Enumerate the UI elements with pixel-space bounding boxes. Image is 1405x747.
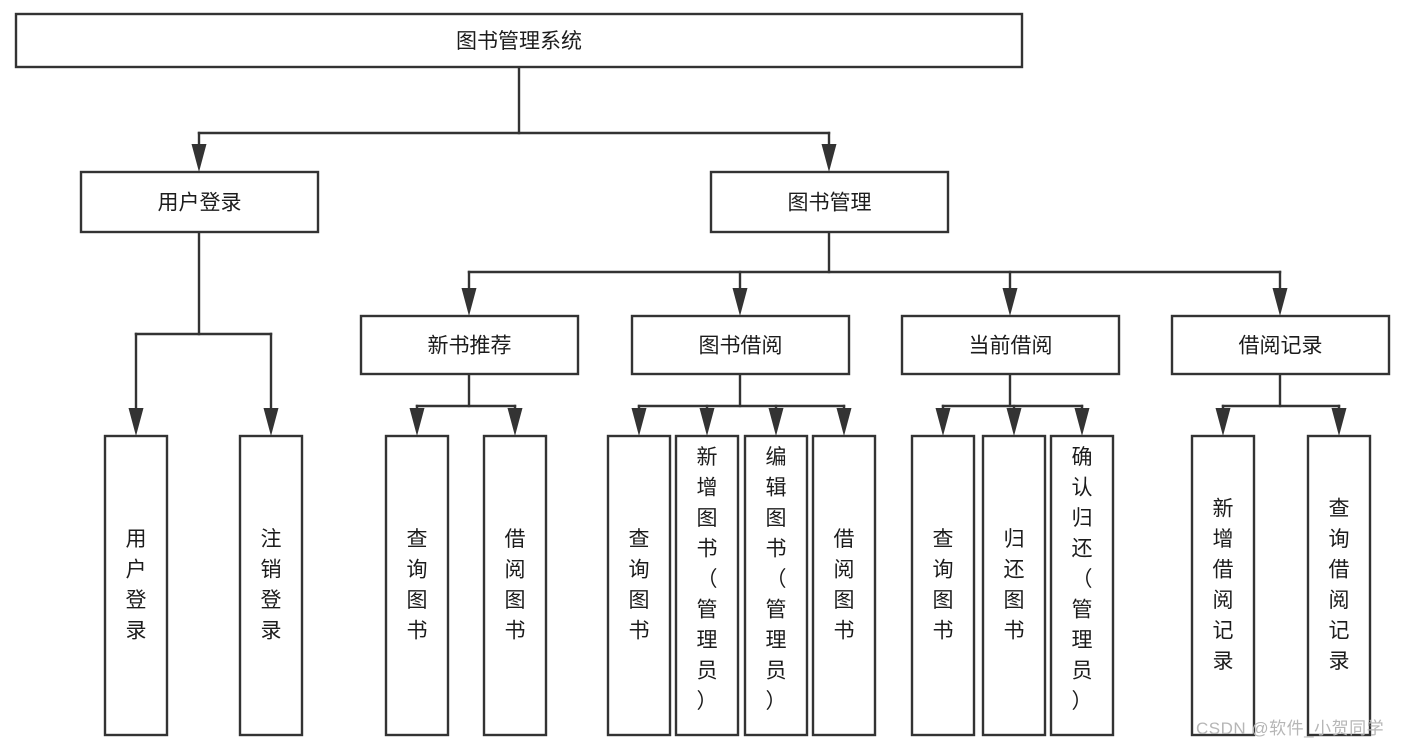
node-book-manage[interactable]: 图书管理 xyxy=(709,170,950,234)
node-label: 图书管理系统 xyxy=(456,30,582,53)
node-leaf-query-book-2[interactable]: 查询图书 xyxy=(606,434,672,737)
node-label: 借阅图书 xyxy=(834,528,855,643)
node-book-borrow[interactable]: 图书借阅 xyxy=(630,314,851,376)
node-leaf-query-book-1[interactable]: 查询图书 xyxy=(384,434,450,737)
node-user-login[interactable]: 用户登录 xyxy=(79,170,320,234)
node-leaf-add-book[interactable]: 新增图书（管理员） xyxy=(674,434,740,737)
node-label: 新增借阅记录 xyxy=(1213,497,1234,673)
node-label: 编辑图书（管理员） xyxy=(766,446,787,713)
connector-bookborrow-to-leaves xyxy=(631,372,852,436)
node-label: 确认归还（管理员） xyxy=(1072,446,1093,713)
connector-borrowrecord-to-leaves xyxy=(1215,372,1347,436)
node-current-borrow[interactable]: 当前借阅 xyxy=(900,314,1121,376)
node-borrow-record[interactable]: 借阅记录 xyxy=(1170,314,1391,376)
node-leaf-return-book[interactable]: 归还图书 xyxy=(981,434,1047,737)
node-leaf-query-book-3[interactable]: 查询图书 xyxy=(910,434,976,737)
node-label: 查询图书 xyxy=(629,528,650,643)
node-new-book-rec[interactable]: 新书推荐 xyxy=(359,314,580,376)
node-label: 当前借阅 xyxy=(969,335,1053,358)
csdn-watermark: CSDN @软件_小贺同学 xyxy=(1196,719,1385,738)
node-label: 查询图书 xyxy=(407,528,428,643)
connector-bookmanage-to-level2 xyxy=(461,230,1288,316)
connector-newbook-to-leaves xyxy=(409,372,523,436)
node-label: 图书借阅 xyxy=(699,335,783,358)
node-leaf-logout[interactable]: 注销登录 xyxy=(238,434,304,737)
node-label: 查询图书 xyxy=(933,528,954,643)
connector-root-to-level1 xyxy=(191,65,837,172)
node-label: 查询借阅记录 xyxy=(1329,497,1350,673)
node-label: 新增图书（管理员） xyxy=(697,446,718,713)
node-leaf-confirm-return[interactable]: 确认归还（管理员） xyxy=(1049,434,1115,737)
node-label: 图书管理 xyxy=(788,192,872,215)
node-label: 归还图书 xyxy=(1004,528,1025,643)
node-label: 用户登录 xyxy=(126,528,147,643)
node-label: 新书推荐 xyxy=(428,335,512,358)
node-leaf-borrow-book-1[interactable]: 借阅图书 xyxy=(482,434,548,737)
node-leaf-user-login[interactable]: 用户登录 xyxy=(103,434,169,737)
node-label: 借阅图书 xyxy=(505,528,526,643)
node-layer: 图书管理系统用户登录图书管理新书推荐图书借阅当前借阅借阅记录用户登录注销登录查询… xyxy=(14,12,1391,737)
node-root[interactable]: 图书管理系统 xyxy=(14,12,1024,69)
node-label: 注销登录 xyxy=(261,528,282,643)
node-leaf-borrow-book-2[interactable]: 借阅图书 xyxy=(811,434,877,737)
node-leaf-add-record[interactable]: 新增借阅记录 xyxy=(1190,434,1256,737)
connector-userlogin-to-leaves xyxy=(128,230,279,436)
node-leaf-query-record[interactable]: 查询借阅记录 xyxy=(1306,434,1372,737)
node-label: 用户登录 xyxy=(158,192,242,215)
node-leaf-edit-book[interactable]: 编辑图书（管理员） xyxy=(743,434,809,737)
connector-currentborrow-to-leaves xyxy=(935,372,1090,436)
connector-layer xyxy=(128,65,1347,436)
node-label: 借阅记录 xyxy=(1239,335,1323,358)
